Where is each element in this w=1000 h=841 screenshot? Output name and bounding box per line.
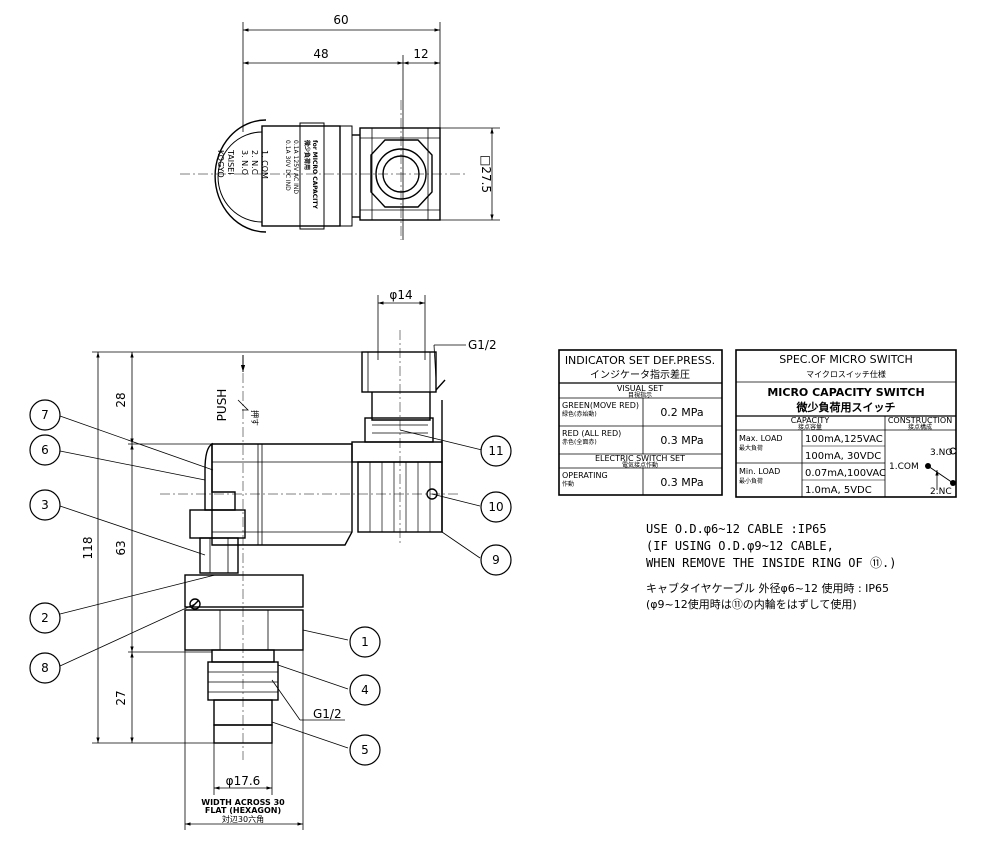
push-label: PUSH — [215, 389, 229, 422]
callout-circle-8 — [29, 652, 61, 684]
push-label-jp: 押す — [250, 410, 260, 426]
row-red-label-jp: 赤色(全面赤) — [562, 438, 597, 446]
micro-title-jp: マイクロスイッチ仕様 — [806, 369, 886, 379]
callout-8: 8 — [41, 661, 49, 675]
callout-10: 10 — [488, 500, 503, 514]
label-line-3: 0.1A 125V AC IND — [292, 140, 299, 194]
callout-circle-5 — [349, 734, 381, 766]
indicator-table: INDICATOR SET DEF.PRESS. インジケータ指示差圧 VISU… — [558, 349, 723, 496]
min-load-value-1: 0.07mA,100VAC — [805, 468, 886, 479]
callouts — [29, 399, 512, 766]
side-view — [59, 295, 483, 830]
micro-switch-table: SPEC.OF MICRO SWITCH マイクロスイッチ仕様 MICRO CA… — [735, 349, 957, 498]
note-line-5-jp: (φ9~12使用時は⑪の内輪をはずして使用) — [646, 597, 857, 611]
dim-g-half-bottom: G1/2 — [313, 707, 342, 721]
callout-11: 11 — [488, 444, 503, 458]
callout-2: 2 — [41, 611, 49, 625]
callout-circle-1 — [349, 626, 381, 658]
micro-subtitle: MICRO CAPACITY SWITCH — [767, 386, 924, 399]
capacity-header-jp: 接点容量 — [798, 423, 822, 431]
max-load-label-jp: 最大負荷 — [739, 444, 763, 452]
min-load-label: Min. LOAD — [739, 467, 780, 476]
label-line-1: for MICRO CAPACITY — [311, 140, 318, 209]
micro-title: SPEC.OF MICRO SWITCH — [779, 353, 913, 366]
terminal-line-1: 1. COM — [260, 150, 269, 179]
visual-header: VISUAL SET — [617, 384, 663, 393]
max-load-value-1: 100mA,125VAC — [805, 434, 883, 445]
dim-phi-14: φ14 — [389, 288, 412, 302]
label-plate: for MICRO CAPACITY 微少負荷用 0.1A 125V AC IN… — [216, 139, 318, 209]
note-line-4-jp: キャブタイヤケーブル 外径φ6~12 使用時 : IP65 — [646, 581, 889, 595]
visual-header-jp: 目視指示 — [628, 391, 652, 399]
top-view — [180, 22, 500, 240]
indicator-title: INDICATOR SET DEF.PRESS. — [565, 354, 715, 367]
dim-g-half-top: G1/2 — [468, 338, 497, 352]
construction-header: CONSTRUCTION — [888, 416, 952, 425]
maker-line-2: KOGYO — [216, 150, 225, 178]
callout-numbers: 1 2 3 4 5 6 7 8 9 10 11 — [41, 408, 503, 757]
construction-header-jp: 接点構成 — [908, 423, 932, 431]
dim-60: 60 — [333, 13, 348, 27]
dim-27: 27 — [114, 690, 128, 705]
micro-subtitle-jp: 微少負荷用スイッチ — [796, 400, 896, 414]
label-line-4: 0.1A 30V DC IND — [284, 140, 291, 191]
row-green-value: 0.2 MPa — [660, 406, 703, 419]
row-green-label: GREEN(MOVE RED) — [562, 401, 639, 410]
capacity-header: CAPACITY — [791, 416, 830, 425]
callout-circle-11 — [480, 435, 512, 467]
electric-header: ELECTRIC SWITCH SET — [595, 454, 685, 463]
callout-circle-4 — [349, 674, 381, 706]
min-load-value-2: 1.0mA, 5VDC — [805, 485, 872, 496]
dim-phi-17-6: φ17.6 — [226, 774, 261, 788]
com-terminal: 1.COM — [889, 462, 919, 472]
electric-header-jp: 電気接点作動 — [622, 461, 658, 469]
max-load-value-2: 100mA, 30VDC — [805, 451, 881, 462]
dim-63: 63 — [114, 540, 128, 555]
hex-label-jp: 対辺30六角 — [222, 814, 264, 824]
callout-9: 9 — [492, 553, 500, 567]
callout-circle-2 — [29, 602, 61, 634]
row-red-value: 0.3 MPa — [660, 434, 703, 447]
maker-line-1: TAISEI — [226, 149, 235, 175]
row-red-label: RED (ALL RED) — [562, 429, 621, 438]
operating-value: 0.3 MPa — [660, 476, 703, 489]
label-line-2: 微少負荷用 — [303, 139, 311, 170]
hex-label-2: FLAT (HEXAGON) — [205, 806, 281, 815]
hex-label-1: WIDTH ACROSS 30 — [201, 798, 285, 807]
terminal-line-3: 3. N.O — [240, 150, 249, 175]
cable-notes: USE O.D.φ6~12 CABLE :IP65 (IF USING O.D.… — [646, 522, 896, 611]
note-line-3: WHEN REMOVE THE INSIDE RING OF ⑪.) — [646, 556, 896, 570]
callout-3: 3 — [41, 498, 49, 512]
dim-12: 12 — [413, 47, 428, 61]
callout-5: 5 — [361, 743, 369, 757]
row-green-label-jp: 緑色(赤始動) — [562, 410, 597, 418]
operating-label-jp: 作動 — [562, 480, 574, 488]
callout-6: 6 — [41, 443, 49, 457]
callout-circle-9 — [480, 544, 512, 576]
callout-circle-6 — [29, 434, 61, 466]
dim-118: 118 — [81, 537, 95, 560]
indicator-title-jp: インジケータ指示差圧 — [590, 368, 690, 381]
no-terminal: 3.NO — [930, 448, 952, 458]
max-load-label: Max. LOAD — [739, 434, 783, 443]
dim-48: 48 — [313, 47, 328, 61]
callout-circle-10 — [480, 491, 512, 523]
note-line-2: (IF USING O.D.φ9~12 CABLE, — [646, 539, 834, 553]
dim-28: 28 — [114, 392, 128, 407]
callout-7: 7 — [41, 408, 49, 422]
callout-4: 4 — [361, 683, 369, 697]
dim-square-27-5: □27.5 — [479, 155, 493, 193]
note-line-1: USE O.D.φ6~12 CABLE :IP65 — [646, 522, 827, 536]
callout-circle-7 — [29, 399, 61, 431]
operating-label: OPERATING — [562, 471, 608, 480]
callout-circle-3 — [29, 489, 61, 521]
nc-terminal: 2.NC — [930, 487, 952, 497]
callout-1: 1 — [361, 635, 369, 649]
min-load-label-jp: 最小負荷 — [739, 477, 763, 485]
terminal-line-2: 2. N.C — [250, 150, 259, 175]
